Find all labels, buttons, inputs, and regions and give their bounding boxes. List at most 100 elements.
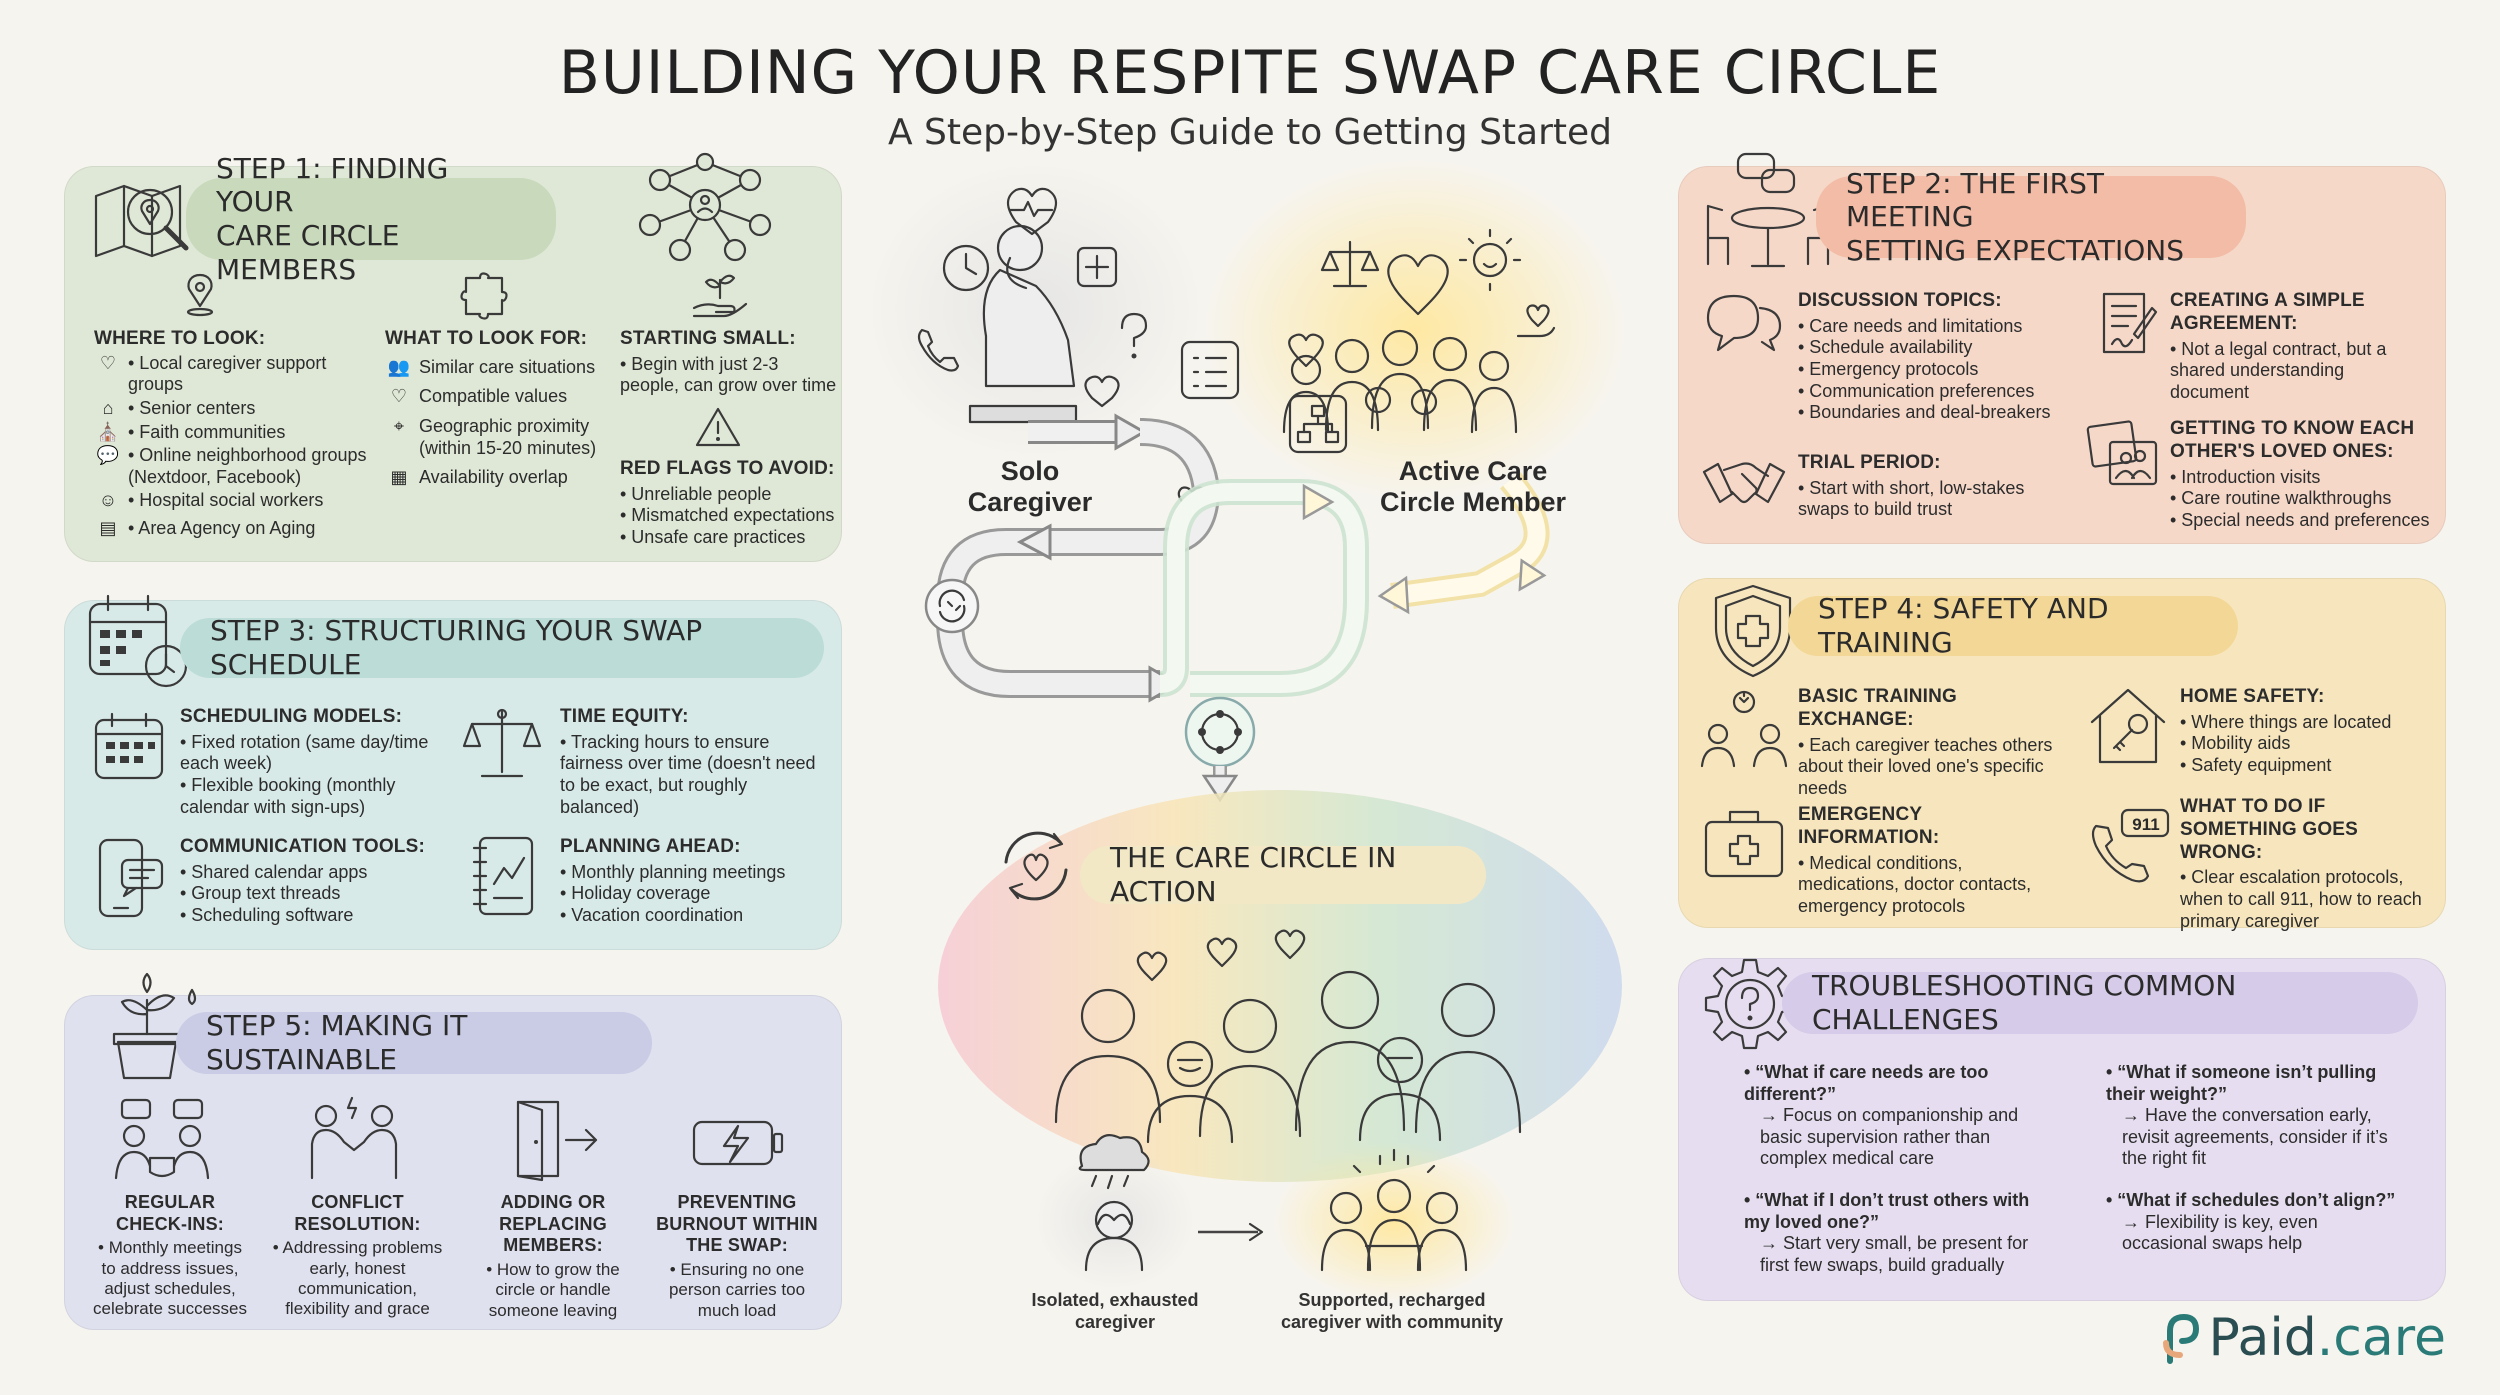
basic-training-block: BASIC TRAINING EXCHANGE: • Each caregive…: [1798, 686, 2053, 798]
calendar-grid-icon: [94, 712, 164, 780]
handshake-people-icon: [310, 1096, 398, 1180]
planning-ahead-block: PLANNING AHEAD: • Monthly planning meeti…: [560, 836, 786, 925]
trouble-item-1: • “What if care needs are too different?…: [1744, 1062, 2019, 1169]
first-aid-kit-icon: [1704, 810, 1784, 878]
preventing-burnout-block: PREVENTING BURNOUT WITHIN THE SWAP: • En…: [656, 1192, 818, 1320]
care-circle-title: THE CARE CIRCLE IN ACTION: [1080, 841, 1486, 908]
sun-smile-icon: [1472, 242, 1508, 278]
center-flow-diagram: [865, 160, 1625, 1302]
heart-icon: ♡: [390, 386, 408, 407]
church-icon: ⛪: [96, 421, 120, 442]
gray-flow-path: [924, 413, 1221, 703]
floating-heart-1: [1136, 951, 1168, 982]
something-wrong-block: WHAT TO DO IF SOMETHING GOES WRONG: • Cl…: [2180, 796, 2422, 931]
calendar-clock-icon: [88, 594, 188, 688]
clock-icon: [942, 244, 990, 292]
social-worker-icon: ☺: [98, 490, 118, 511]
hand-sprout-icon: [692, 274, 748, 318]
floating-heart-2: [1206, 937, 1238, 968]
warning-icon: [695, 407, 741, 447]
step5-title: STEP 5: MAKING IT SUSTAINABLE: [176, 1009, 652, 1076]
red-flags-block: RED FLAGS TO AVOID: • Unreliable people …: [620, 458, 835, 547]
emergency-info-block: EMERGENCY INFORMATION: • Medical conditi…: [1798, 804, 2032, 916]
big-heart-icon: [1387, 254, 1449, 316]
page-title: BUILDING YOUR RESPITE SWAP CARE CIRCLE: [558, 38, 1942, 108]
small-heart-icon: [1084, 375, 1120, 408]
medical-cross-icon: [1076, 246, 1118, 288]
getting-to-know-block: GETTING TO KNOW EACH OTHER'S LOVED ONES:…: [2170, 418, 2430, 530]
phone-chat-icon: [98, 838, 164, 918]
supported-glow: [1274, 1142, 1514, 1302]
phone-911-icon: [2091, 808, 2170, 883]
checklist-icon: [1180, 340, 1240, 400]
pin-icon: ⌖: [393, 415, 405, 436]
document-signature-icon: [2102, 292, 2158, 354]
where-to-look-block: WHERE TO LOOK: ♡• Local caregiver suppor…: [94, 328, 367, 538]
care-circle-cycle-icon: [1004, 831, 1068, 901]
page-subtitle: A Step-by-Step Guide to Getting Started: [887, 112, 1613, 153]
people-icon: 👥: [387, 356, 411, 377]
battery-bolt-icon: [692, 1120, 784, 1166]
potted-plant-icon: [112, 972, 197, 1080]
step3-title: STEP 3: STRUCTURING YOUR SWAP SCHEDULE: [180, 614, 824, 681]
puzzle-icon: [460, 272, 508, 320]
trouble-item-2: • “What if someone isn’t pulling their w…: [2106, 1062, 2388, 1169]
simple-agreement-block: CREATING A SIMPLE AGREEMENT: • Not a leg…: [2170, 290, 2387, 402]
trial-period-block: TRIAL PERIOD: • Start with short, low-st…: [1798, 452, 2025, 520]
conflict-resolution-block: CONFLICT RESOLUTION: • Addressing proble…: [272, 1192, 443, 1319]
door-arrow-icon: [516, 1100, 598, 1182]
discussion-topics-block: DISCUSSION TOPICS: • Care needs and limi…: [1798, 290, 2051, 423]
home-key-icon: [2090, 688, 2166, 764]
regular-checkins-block: REGULAR CHECK-INS: • Monthly meetings to…: [92, 1192, 248, 1319]
troubleshooting-title: TROUBLESHOOTING COMMON CHALLENGES: [1782, 969, 2418, 1036]
handshake-icon: [1702, 462, 1786, 504]
floating-heart-3: [1274, 929, 1306, 960]
justice-scale-icon: [1320, 240, 1380, 288]
scheduling-models-block: SCHEDULING MODELS: • Fixed rotation (sam…: [180, 706, 429, 817]
building-icon: ⌂: [102, 397, 114, 418]
logo-mark-icon: [2163, 1313, 2200, 1364]
calendar-icon: ▦: [390, 467, 408, 488]
heartbeat-icon: [1006, 187, 1058, 236]
trouble-item-4: • “What if schedules don’t align?” → Fle…: [2106, 1190, 2396, 1254]
cycle-center-circle: [1184, 696, 1256, 768]
map-search-icon: [94, 184, 189, 258]
time-equity-block: TIME EQUITY: • Tracking hours to ensure …: [560, 706, 816, 817]
community-group-figures: [1054, 970, 1522, 1144]
planner-notebook-icon: [472, 836, 534, 916]
isolated-caregiver-figure: [1078, 1133, 1150, 1272]
colored-flow-path: [1159, 471, 1550, 697]
solo-caregiver-figure: [968, 224, 1078, 424]
hierarchy-icon: [1288, 394, 1348, 454]
clipboard-icon: ▤: [99, 517, 117, 538]
speech-bubbles-icon: [1706, 294, 1782, 352]
shield-cross-icon: [1714, 584, 1792, 678]
heartbeat-heart-icon: [1288, 333, 1324, 368]
chat-bubbles-icon: 💬: [96, 445, 120, 466]
network-people-icon: [638, 152, 772, 262]
hand-heart-icon: [1516, 304, 1556, 338]
step4-title: STEP 4: SAFETY AND TRAINING: [1788, 592, 2238, 659]
paid-care-logo[interactable]: Paid.care: [2160, 1308, 2446, 1368]
photo-frames-icon: [2086, 420, 2158, 486]
what-to-look-for-block: WHAT TO LOOK FOR: 👥Similar care situatio…: [385, 328, 597, 488]
trouble-item-3: • “What if I don’t trust others with my …: [1744, 1190, 2030, 1275]
supported-caregiver-figures: [1320, 1178, 1468, 1272]
home-safety-block: HOME SAFETY: • Where things are located …: [2180, 686, 2392, 775]
phone-icon: [917, 328, 960, 372]
checkin-people-icon: [114, 1098, 210, 1180]
starting-small-block: STARTING SMALL: • Begin with just 2-3 pe…: [620, 328, 837, 396]
gear-question-icon: [1704, 958, 1796, 1050]
location-pin-icon: [186, 273, 214, 317]
active-glow: [1205, 160, 1625, 500]
question-mark-icon: [1120, 312, 1148, 348]
heart-hands-icon: ♡: [99, 352, 117, 373]
communication-tools-block: COMMUNICATION TOOLS: • Shared calendar a…: [180, 836, 425, 925]
training-people-icon: [1700, 690, 1788, 768]
